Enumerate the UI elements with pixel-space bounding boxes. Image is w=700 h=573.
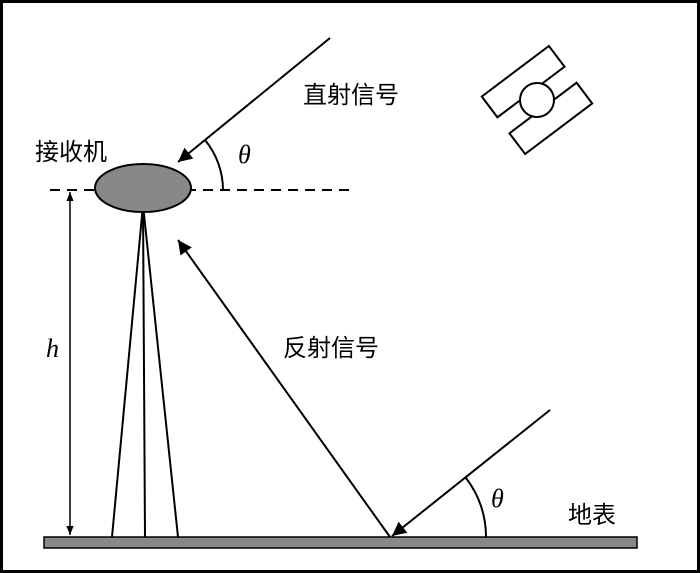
antenna-support [111, 204, 179, 538]
reflected-signal-arrow [177, 239, 391, 538]
elevation-angle-arc-top [204, 139, 224, 191]
elevation-angle-arc-bottom [465, 477, 488, 538]
receiver-label: 接收机 [35, 138, 107, 166]
satellite-icon [480, 44, 594, 156]
ground-surface [43, 536, 638, 549]
direct-signal-label: 直射信号 [303, 81, 399, 109]
height-label: h [46, 334, 59, 363]
theta-label-bottom: θ [491, 484, 504, 513]
direct-signal-arrow [177, 37, 331, 163]
reflected-signal-label: 反射信号 [283, 334, 379, 362]
theta-label-top: θ [238, 140, 251, 169]
incident-signal-arrow [391, 409, 551, 537]
receiver-antenna [94, 163, 192, 213]
ground-label: 地表 [568, 501, 616, 529]
